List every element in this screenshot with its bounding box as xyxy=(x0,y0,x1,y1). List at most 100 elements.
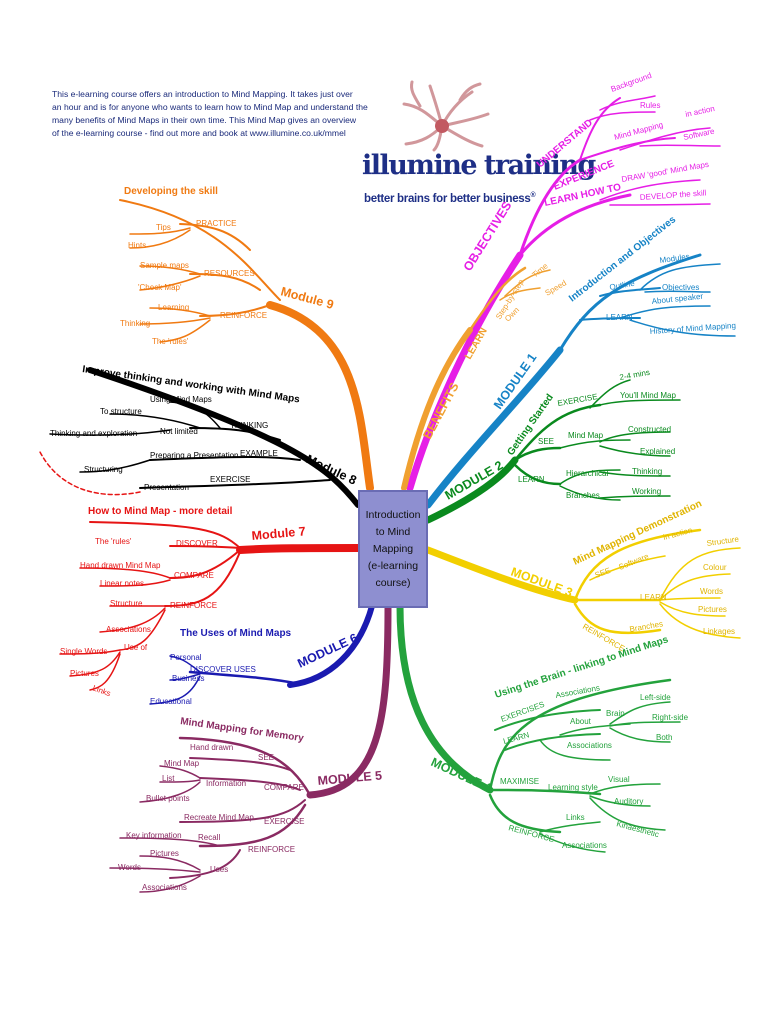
module8-label: EXAMPLE xyxy=(240,449,278,458)
branch-module4 xyxy=(396,602,681,853)
module7-label: Links xyxy=(91,683,112,698)
branch-objectives xyxy=(406,95,721,492)
module2-label: Working xyxy=(632,487,661,496)
module9-label: The 'rules' xyxy=(152,337,189,346)
module9-label: Sample maps xyxy=(140,261,189,270)
module1-label: Outline xyxy=(609,279,636,292)
module7-label: REINFORCE xyxy=(170,601,217,610)
module4-label: Brain xyxy=(606,709,625,718)
module3-label: Linkages xyxy=(703,627,735,636)
branch-module6 xyxy=(149,603,375,705)
objectives-title: OBJECTIVES xyxy=(461,199,515,274)
module7-label: Pictures xyxy=(70,669,99,678)
module8-title: Module 8 xyxy=(304,452,359,488)
module2-label: Explained xyxy=(640,447,675,456)
brand-name: illumine training xyxy=(362,150,596,181)
module4-label: Visual xyxy=(608,775,630,784)
objectives-label: Rules xyxy=(640,101,660,110)
module4-label: Kinaesthetic xyxy=(615,819,659,839)
module5-label: Mind Map xyxy=(164,759,200,768)
module6-label: Personal xyxy=(170,653,202,662)
module2-label: Hierarchical xyxy=(566,469,608,478)
module3-label: Words xyxy=(700,587,723,596)
dashed-arrow-icon xyxy=(39,451,141,496)
module7-label: Single Words xyxy=(60,647,107,656)
module9-label: REINFORCE xyxy=(220,311,267,320)
brand-tagline-text: better brains for better business xyxy=(364,192,531,205)
module2-label: Thinking xyxy=(632,467,662,476)
objectives-label: Background xyxy=(610,71,653,94)
module9-label: RESOURCES xyxy=(204,269,255,278)
module6-label: DISCOVER USES xyxy=(190,665,256,674)
intro-line: an hour and is for anyone who wants to l… xyxy=(52,102,368,112)
branch-module1 xyxy=(424,253,736,509)
module7-label: DISCOVER xyxy=(176,539,218,548)
module7-label: The 'rules' xyxy=(95,537,132,546)
center-line: course) xyxy=(375,576,411,589)
module4-label: Associations xyxy=(567,741,612,750)
center-line: to Mind xyxy=(375,525,411,538)
intro-line: This e-learning course offers an introdu… xyxy=(52,89,353,99)
intro-line: many benefits of Mind Maps in their own … xyxy=(52,115,357,125)
module4-label: Right-side xyxy=(652,713,689,722)
module9-label: 'Check Map' xyxy=(138,283,182,292)
module3-label: LEARN xyxy=(640,593,667,602)
module1-label: About speaker xyxy=(651,292,704,306)
module8-label: Structuring xyxy=(84,465,123,474)
module5-label: Bullet points xyxy=(146,794,190,803)
module1-label: LEARN xyxy=(606,313,633,322)
module8-label: EXERCISE xyxy=(210,475,250,484)
module3-label: Software xyxy=(617,551,650,571)
module4-label: Learning style xyxy=(548,783,598,792)
module2-label: Mind Map xyxy=(568,431,604,440)
module5-title: MODULE 5 xyxy=(317,768,383,788)
branch-module8 xyxy=(49,367,361,508)
objectives-label: Software xyxy=(683,126,716,141)
module2-label: Branches xyxy=(566,491,600,500)
module8-label: Thinking and exploration xyxy=(50,429,137,438)
module4-label: Associations xyxy=(555,683,601,700)
module5-label: Hand drawn xyxy=(190,743,233,752)
branch-module2 xyxy=(424,379,681,524)
module5-label: Recall xyxy=(198,833,220,842)
module7-label: Structure xyxy=(110,599,143,608)
branch-module3 xyxy=(424,528,741,639)
module9-label: Thinking xyxy=(120,319,150,328)
module5-label: SEE xyxy=(258,753,274,762)
module7-label: COMPARE xyxy=(174,571,214,580)
module4-label: REINFORCE xyxy=(507,823,555,844)
module9-label: PRACTICE xyxy=(196,219,236,228)
module2-label: You'll Mind Map xyxy=(620,391,676,400)
module2-label: Constructed xyxy=(628,425,671,434)
module7-label: How to Mind Map - more detail xyxy=(88,506,233,517)
module3-label: in action xyxy=(662,526,693,542)
module8-label: Preparing a Presentation xyxy=(150,451,239,460)
module4-label: About xyxy=(570,717,592,726)
module3-label: Structure xyxy=(706,534,740,548)
module4-label: Links xyxy=(566,813,585,822)
module3-label: Colour xyxy=(703,563,727,572)
module2-label: SEE xyxy=(538,437,554,446)
branch-benefits xyxy=(401,266,551,491)
module2-label: 2-4 mins xyxy=(619,368,651,382)
module7-label: Use of xyxy=(124,643,148,652)
objectives-label: in action xyxy=(685,104,716,119)
module4-label: Both xyxy=(656,733,672,742)
module5-label: Words xyxy=(118,863,141,872)
module8-label: To structure xyxy=(100,407,142,416)
module5-label: Pictures xyxy=(150,849,179,858)
branch-module7 xyxy=(59,521,362,691)
module9-label: Learning xyxy=(158,303,189,312)
module9-label: Developing the skill xyxy=(124,186,218,197)
module1-label: Objectives xyxy=(662,283,699,292)
center-line: Introduction xyxy=(365,508,421,521)
module7-label: Associations xyxy=(106,625,151,634)
module8-label: Presentation xyxy=(144,483,189,492)
brand-name-text: illumine training xyxy=(362,150,596,181)
benefits-label: Speed xyxy=(544,278,569,297)
module4-label: Associations xyxy=(562,841,607,850)
module5-label: Information xyxy=(206,779,246,788)
branch-module9 xyxy=(119,199,374,492)
module5-label: Key information xyxy=(126,831,182,840)
